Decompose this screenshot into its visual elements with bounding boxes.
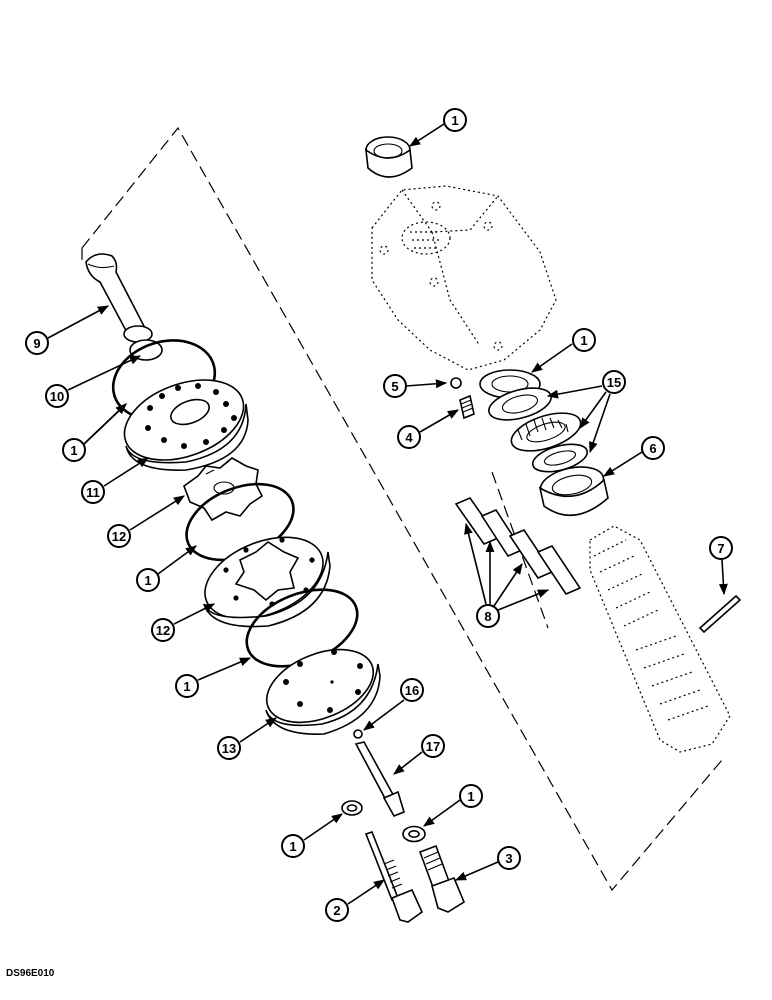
svg-text:7: 7 (717, 541, 724, 556)
spool-pin (354, 741, 405, 818)
svg-text:17: 17 (426, 739, 440, 754)
gerotor-ring (203, 536, 331, 628)
callout-ball: 5 (383, 374, 448, 398)
svg-text:1: 1 (467, 789, 474, 804)
svg-text:15: 15 (607, 375, 621, 390)
callout-plate-11: 11 (81, 457, 149, 504)
svg-text:8: 8 (484, 609, 491, 624)
callout-drive-shaft: 9 (25, 305, 109, 355)
vane-plates (454, 497, 582, 595)
svg-text:4: 4 (405, 430, 413, 445)
callout-spool-pin-17: 17 (393, 734, 445, 775)
svg-text:12: 12 (112, 529, 126, 544)
washer-right (402, 825, 426, 843)
svg-text:11: 11 (86, 485, 100, 500)
check-ball (353, 729, 363, 739)
bushing-top (365, 136, 413, 178)
pump-housing (371, 185, 557, 371)
callout-bushing-top: 1 (409, 108, 467, 147)
spring-4 (459, 394, 475, 420)
washer-left (341, 800, 363, 816)
bushing-6 (538, 466, 609, 517)
callout-key-pin: 7 (709, 536, 733, 596)
long-bolt (364, 831, 424, 923)
svg-text:16: 16 (405, 683, 419, 698)
key-pin-7 (698, 594, 742, 634)
svg-text:1: 1 (183, 679, 190, 694)
drive-shaft (85, 253, 163, 361)
callout-ball-16: 16 (363, 678, 424, 731)
callout-bushing-6: 6 (603, 436, 665, 477)
callout-short-bolt: 3 (454, 846, 521, 881)
callout-o-ring-middle: 1 (136, 545, 197, 592)
end-cap (265, 648, 381, 735)
svg-text:2: 2 (333, 903, 340, 918)
svg-text:1: 1 (70, 443, 77, 458)
callout-gerotor-12: 12 (151, 603, 216, 642)
valve-plate (123, 379, 249, 471)
callout-long-bolt: 2 (325, 879, 385, 922)
svg-text:9: 9 (33, 336, 40, 351)
figure-code: DS96E010 (6, 968, 55, 979)
svg-text:5: 5 (391, 379, 398, 394)
callout-end-cap-13: 13 (217, 717, 277, 760)
thrust-bearing-assembly (488, 387, 589, 473)
callout-thrust-bearing-15: 15 (546, 370, 626, 454)
svg-text:1: 1 (580, 333, 587, 348)
svg-text:6: 6 (649, 441, 656, 456)
output-shaft (589, 525, 731, 753)
callout-bearing-race: 1 (531, 328, 596, 373)
callout-washer-left: 1 (281, 813, 343, 858)
svg-text:13: 13 (222, 741, 236, 756)
callout-vane-plates: 8 (464, 522, 550, 628)
short-bolt (418, 844, 465, 913)
callout-rotor-12: 12 (107, 495, 185, 548)
ball-5 (450, 377, 462, 389)
svg-text:3: 3 (505, 851, 512, 866)
svg-text:10: 10 (50, 389, 64, 404)
svg-text:1: 1 (289, 839, 296, 854)
callout-washer-right: 1 (423, 784, 483, 827)
svg-text:1: 1 (451, 113, 458, 128)
assembly-dashed-outline (81, 126, 723, 892)
callout-spring: 4 (397, 409, 459, 449)
svg-text:1: 1 (144, 573, 151, 588)
callout-o-ring-lower: 1 (175, 657, 252, 698)
svg-text:12: 12 (156, 623, 170, 638)
callout-spacer-10: 10 (45, 355, 142, 408)
